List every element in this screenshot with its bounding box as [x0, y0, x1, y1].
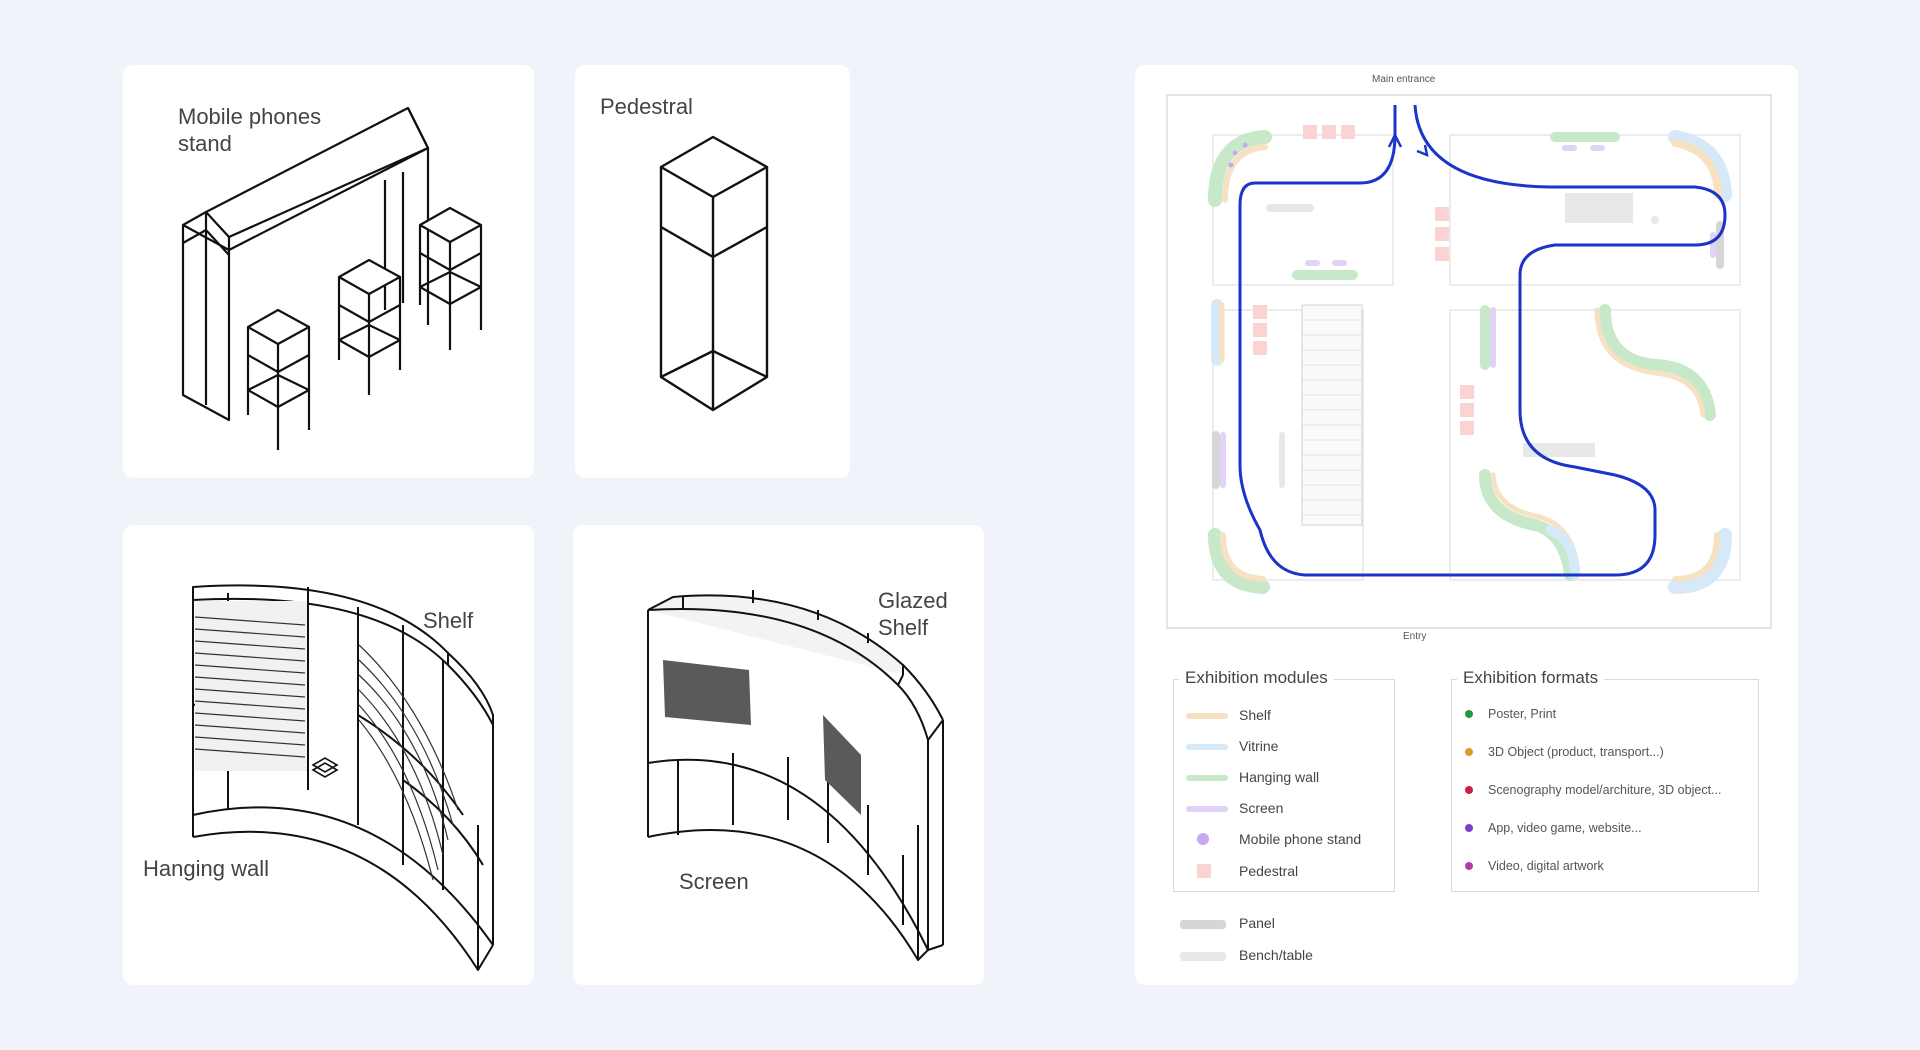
screen-drawing [647, 590, 944, 961]
floorplan-map [1166, 94, 1772, 629]
pedestral-card: Pedestral [575, 65, 850, 478]
mobile-stand-label-line2: stand [178, 131, 232, 156]
formats-legend [1451, 679, 1759, 892]
module-swatch-pedestral [1197, 864, 1211, 878]
floorplan-card: Main entrance [1135, 65, 1798, 985]
module-label: Hanging wall [1239, 769, 1320, 785]
extra-label: Panel [1239, 915, 1275, 931]
hanging-wall-drawing [192, 584, 494, 971]
module-swatch-shelf [1186, 713, 1228, 719]
module-label: Mobile phone stand [1239, 831, 1362, 847]
shelf-label: Shelf [423, 608, 474, 633]
hanging-wall-label: Hanging wall [143, 856, 269, 881]
screen-label: Screen [679, 869, 749, 894]
screen-card: Glazed Shelf Screen [573, 525, 984, 985]
module-label: Screen [1239, 800, 1284, 816]
module-swatch-hanging-wall [1186, 775, 1228, 781]
format-label: App, video game, website... [1488, 821, 1642, 835]
format-label: Scenography model/architure, 3D object..… [1488, 783, 1722, 797]
format-dot [1465, 786, 1473, 794]
visitor-path [1238, 104, 1727, 577]
extra-swatch-panel [1180, 920, 1226, 929]
mobile-stand-label-line1: Mobile phones [178, 104, 322, 129]
extra-swatch-bench-table [1180, 952, 1226, 961]
modules-legend-title: Exhibition modules [1179, 668, 1334, 688]
mobile-stand-label: Mobile phones stand [178, 103, 321, 157]
format-dot [1465, 710, 1473, 718]
entry-label: Entry [1403, 631, 1427, 642]
format-label: Video, digital artwork [1488, 859, 1604, 873]
modules-legend [1173, 679, 1395, 892]
format-dot [1465, 748, 1473, 756]
glazed-label-line1: Glazed [878, 588, 948, 613]
module-label: Shelf [1239, 707, 1271, 723]
pedestral-label: Pedestral [600, 94, 693, 119]
module-swatch-vitrine [1186, 744, 1228, 750]
hanging-wall-card: Shelf Hanging wall [123, 525, 534, 985]
pedestral-drawing [659, 135, 769, 412]
mobile-stand-card: Mobile phones stand [123, 65, 534, 478]
main-entrance-label: Main entrance [1372, 74, 1436, 85]
module-label: Pedestral [1239, 863, 1299, 879]
format-dot [1465, 824, 1473, 832]
module-label: Vitrine [1239, 738, 1279, 754]
format-label: 3D Object (product, transport...) [1488, 745, 1664, 759]
mobile-stand-drawing [181, 106, 483, 450]
formats-legend-title: Exhibition formats [1457, 668, 1605, 688]
extra-label: Bench/table [1239, 947, 1313, 963]
glazed-label-line2: Shelf [878, 615, 929, 640]
format-dot [1465, 862, 1473, 870]
module-swatch-screen [1186, 806, 1228, 812]
module-swatch-mobile-phone-stand [1197, 833, 1209, 845]
glazed-shelf-label: Glazed Shelf [878, 587, 948, 641]
format-label: Poster, Print [1488, 707, 1557, 721]
